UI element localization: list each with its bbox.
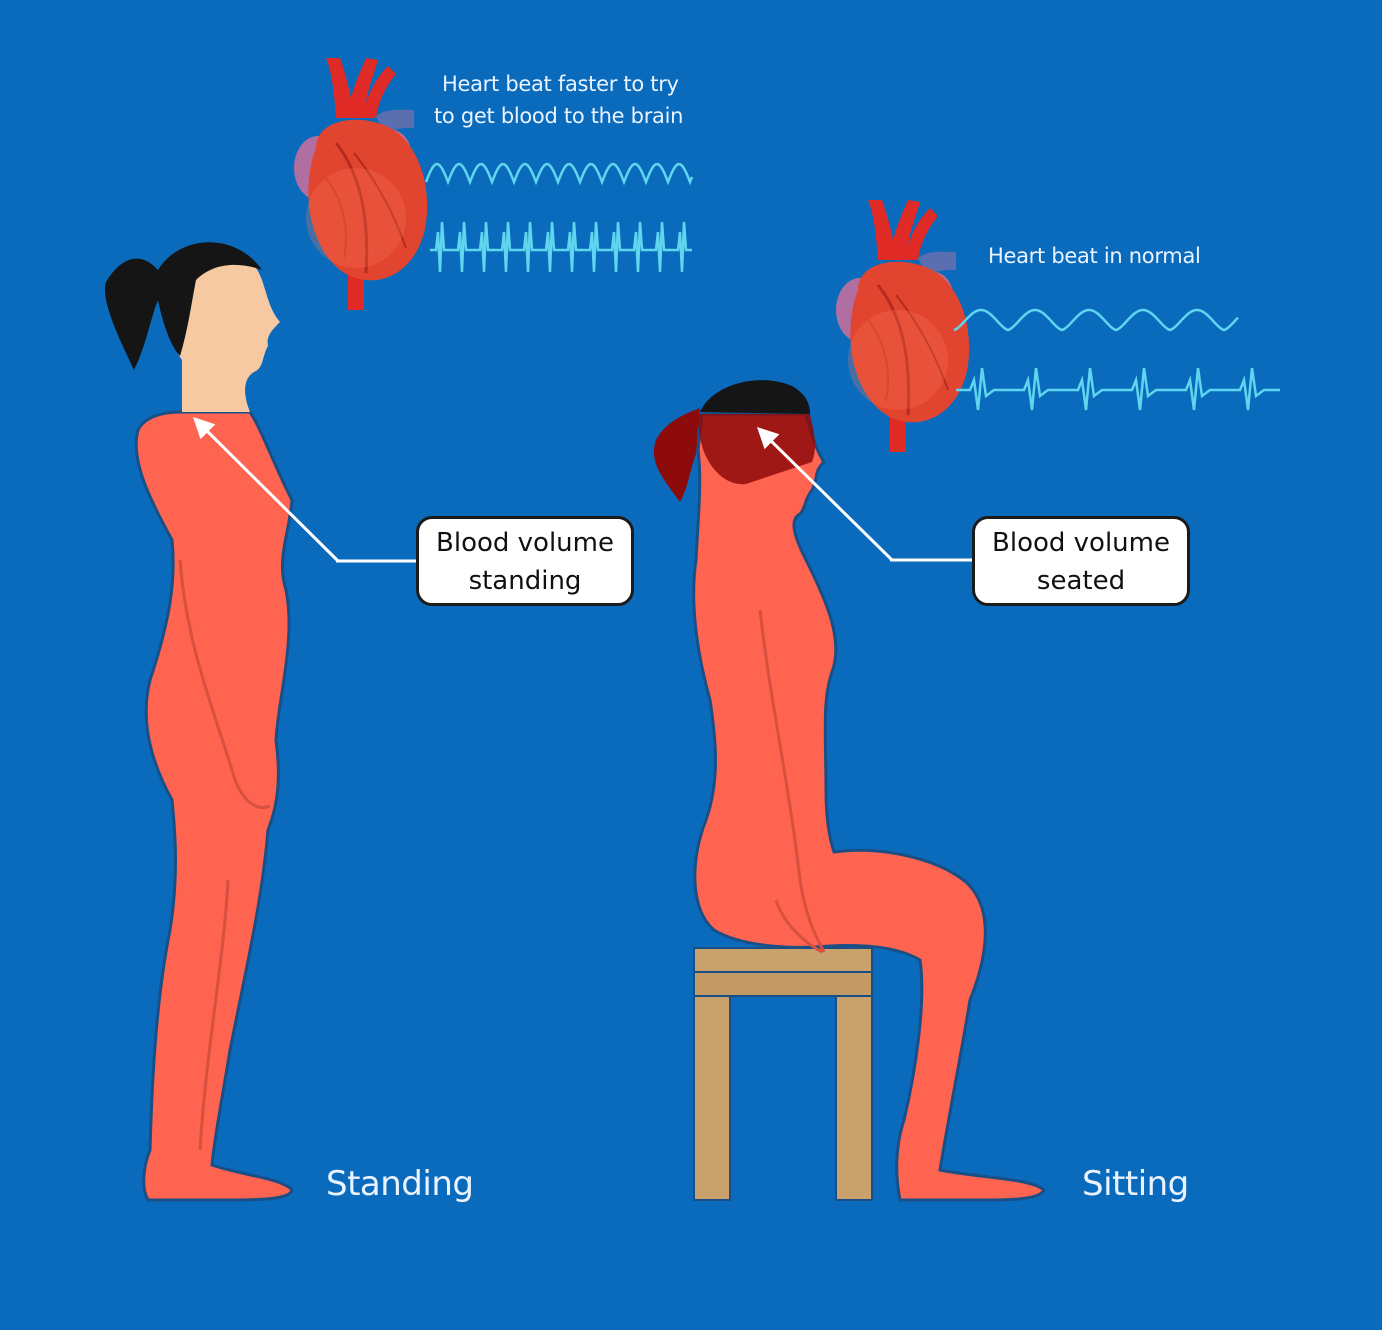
caption-line: Heart beat in normal [988,244,1201,268]
arrow-icon [193,417,340,563]
callout-line: Blood volume [436,528,614,558]
callout-blood-volume-standing: Blood volume standing [416,516,634,606]
normal-heartbeat-waveform-icon [953,308,1280,411]
heart-icon [292,56,429,312]
caption-line: Heart beat faster to try [442,72,679,96]
stool-icon [693,947,873,1201]
callout-line: seated [1036,566,1126,596]
heart-icon [834,198,971,454]
standing-woman-icon [104,242,294,1202]
callout-line: standing [468,566,582,596]
callout-blood-volume-seated: Blood volume seated [972,516,1190,606]
heart-caption-standing: Heart beat faster to try to get blood to… [434,68,683,132]
seated-woman-icon [653,380,1046,1202]
callout-line: Blood volume [992,528,1170,558]
fast-heartbeat-waveform-icon [424,162,694,273]
arrow-icon [757,427,894,562]
caption-line: to get blood to the brain [434,104,684,128]
label-sitting: Sitting [1082,1164,1189,1204]
label-standing: Standing [326,1164,474,1204]
heart-caption-sitting: Heart beat in normal [988,240,1201,272]
